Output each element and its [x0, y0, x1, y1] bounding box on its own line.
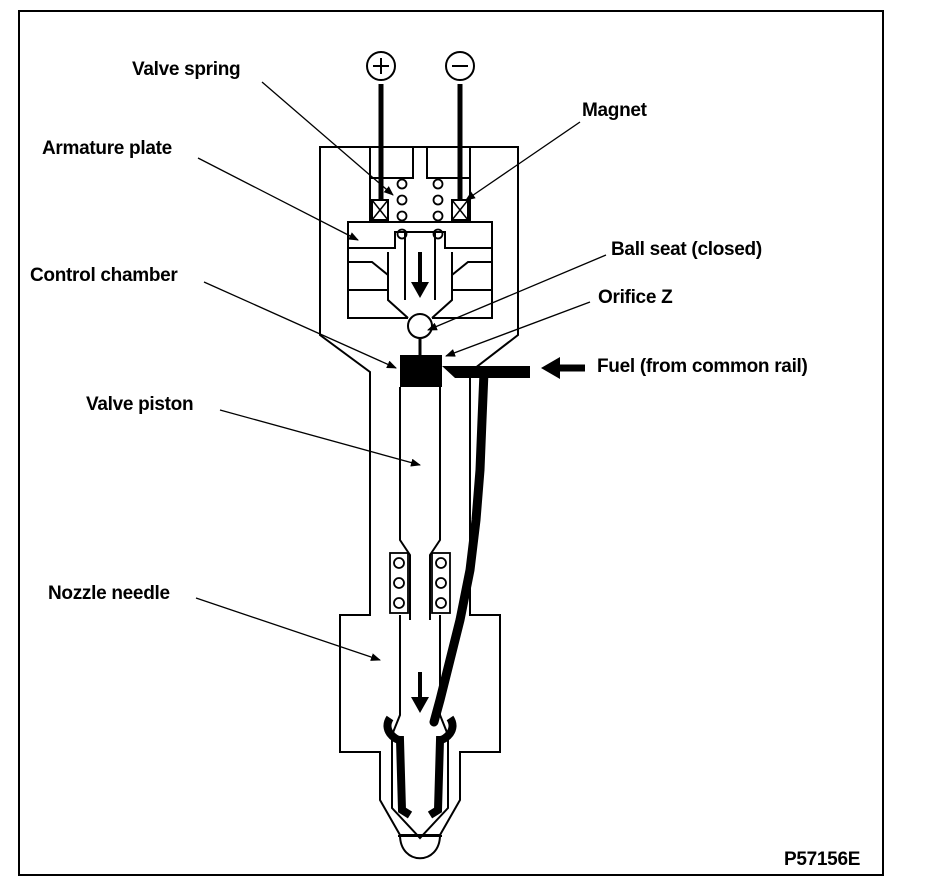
leader-control-chamber: [203, 281, 397, 369]
magnet-coil-right: [451, 199, 469, 221]
nozzle-tip: [399, 834, 441, 860]
armature-plate: [347, 221, 493, 249]
leader-valve-spring: [261, 81, 394, 196]
positive-terminal: [366, 51, 396, 81]
nozzle-spring: [389, 552, 451, 614]
leader-ball-seat: [427, 254, 607, 331]
control-chamber: [400, 355, 442, 387]
diagram-frame: [18, 10, 884, 876]
label-orifice-z: Orifice Z: [598, 287, 673, 308]
ball-seat: [407, 313, 433, 339]
fuel-flow-arrow: [541, 357, 585, 379]
leader-valve-piston: [219, 409, 421, 467]
injector-body: [319, 146, 519, 836]
leader-orifice-z: [445, 301, 591, 357]
label-ball-seat: Ball seat (closed): [611, 239, 762, 260]
magnet-coil-left: [371, 199, 389, 221]
valve-chamber: [347, 248, 493, 319]
valve-spring: [396, 178, 444, 240]
leader-nozzle-needle: [195, 597, 381, 661]
label-magnet: Magnet: [582, 100, 647, 121]
label-fuel-inlet: Fuel (from common rail): [597, 356, 808, 377]
label-armature-plate: Armature plate: [42, 138, 172, 159]
label-control-chamber: Control chamber: [30, 265, 178, 286]
nozzle-needle: [391, 615, 449, 840]
fuel-passage: [429, 367, 489, 727]
leader-magnet: [465, 121, 581, 201]
solenoid-housing: [369, 147, 471, 179]
negative-terminal: [445, 51, 475, 81]
leader-armature-plate: [197, 157, 359, 241]
figure-code: P57156E: [784, 849, 861, 870]
label-nozzle-needle: Nozzle needle: [48, 583, 170, 604]
label-valve-piston: Valve piston: [86, 394, 194, 415]
valve-piston: [399, 387, 441, 620]
label-valve-spring: Valve spring: [132, 59, 241, 80]
